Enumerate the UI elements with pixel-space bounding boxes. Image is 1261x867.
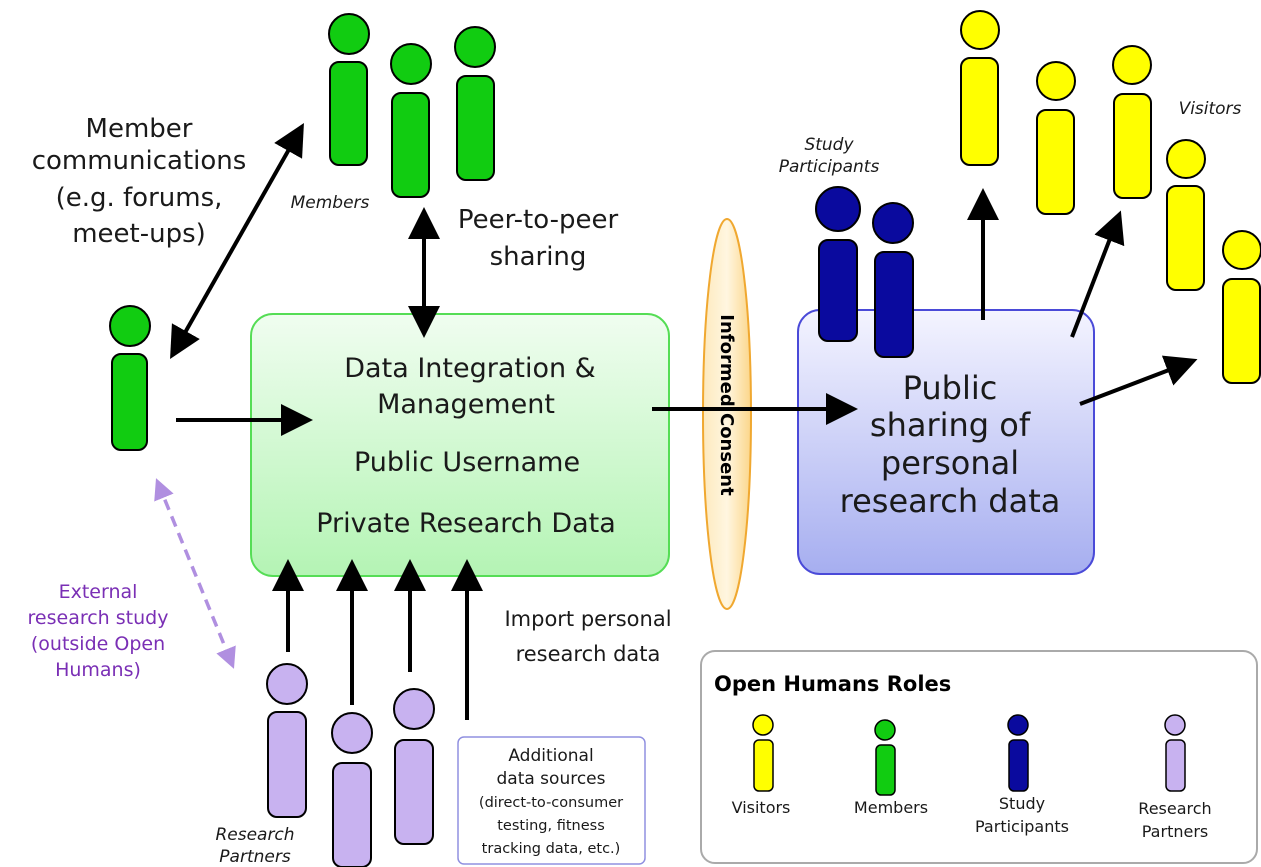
additional-data-sources-box (457, 736, 646, 865)
participant-icon-group (815, 186, 914, 358)
external-study-line3: (outside Open (31, 633, 165, 655)
external-study-line1: External (59, 581, 138, 603)
public-username-label: Public Username (354, 447, 580, 478)
legend-participants-label-line1: Study (999, 794, 1045, 813)
integration-title-line2: Management (377, 389, 555, 420)
member-comm-line1: Member (86, 114, 193, 144)
legend-visitor-icon (752, 714, 774, 792)
member-icon-left (109, 305, 151, 451)
external-study-line2: research study (28, 607, 169, 629)
public-sharing-box (797, 309, 1095, 575)
additional-sources-line2: data sources (496, 769, 605, 789)
informed-consent-ellipse (702, 218, 752, 610)
arrow-public-to-visitor-3 (1079, 355, 1198, 406)
additional-sources-line1: Additional (508, 746, 593, 766)
roles-legend: Open Humans Roles Visitors Members Study… (700, 650, 1258, 864)
additional-sources-line5: tracking data, etc.) (482, 841, 621, 857)
member-comm-line4: meet-ups) (72, 219, 206, 249)
members-caption: Members (291, 193, 370, 213)
additional-sources-line3: (direct-to-consumer (479, 795, 623, 811)
legend-partners-label-line2: Partners (1142, 822, 1208, 841)
arrow-public-to-visitor-2 (1070, 210, 1125, 338)
public-sharing-line1: Public (903, 369, 998, 407)
legend-members-label: Members (854, 798, 928, 817)
public-sharing-line4: research data (840, 482, 1061, 520)
peer-sharing-line2: sharing (490, 242, 587, 272)
peer-sharing-line1: Peer-to-peer (458, 205, 619, 235)
study-participants-caption-line1: Study (804, 135, 854, 155)
legend-box (700, 650, 1258, 864)
legend-partners-label-line1: Research (1138, 799, 1211, 818)
informed-consent-label: Informed Consent (716, 314, 737, 496)
public-sharing-line2: sharing of (870, 406, 1031, 444)
member-comm-line2: communications (32, 146, 247, 176)
arrow-member-communications (170, 123, 304, 359)
external-study-line4: Humans) (55, 659, 141, 681)
legend-participant-icon (1007, 714, 1029, 792)
import-data-line2: research data (516, 642, 661, 666)
study-participants-caption-line2: Participants (779, 157, 880, 177)
legend-participants-label-line2: Participants (975, 817, 1069, 836)
legend-partner-icon (1164, 714, 1186, 792)
member-comm-line3: (e.g. forums, (56, 183, 223, 213)
import-data-line1: Import personal (504, 607, 671, 631)
legend-member-icon (874, 719, 896, 796)
legend-title: Open Humans Roles (714, 672, 951, 696)
public-sharing-line3: personal (881, 444, 1019, 482)
arrow-external-study (154, 478, 236, 669)
legend-visitors-label: Visitors (732, 798, 791, 817)
private-research-data-label: Private Research Data (316, 508, 616, 539)
partner-icon-group (266, 663, 435, 867)
visitor-icon-group (960, 10, 1261, 384)
visitors-caption: Visitors (1179, 99, 1242, 119)
research-partners-caption-line2: Partners (219, 847, 291, 867)
member-icon-group (328, 13, 496, 198)
integration-title-line1: Data Integration & (344, 353, 595, 384)
research-partners-caption-line1: Research (215, 825, 294, 845)
additional-sources-line4: testing, fitness (497, 818, 605, 834)
